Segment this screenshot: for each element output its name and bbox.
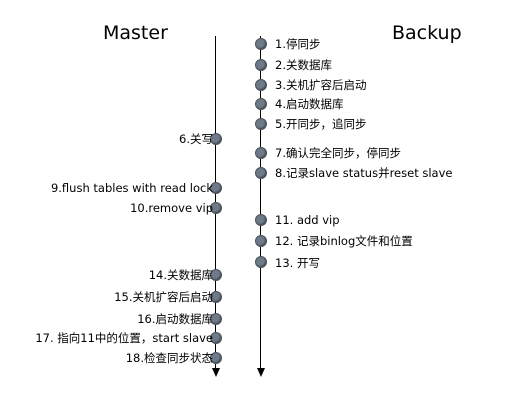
backup-step-label: 4.启动数据库 — [275, 97, 344, 111]
master-step-dot — [210, 133, 222, 145]
backup-step-label: 2.关数据库 — [275, 58, 332, 72]
backup-step-label: 8.记录slave status并reset slave — [275, 166, 453, 180]
backup-step-label: 1.停同步 — [275, 37, 321, 51]
backup-step-dot — [255, 38, 267, 50]
backup-step-label: 5.开同步，追同步 — [275, 117, 367, 131]
backup-step-dot — [255, 167, 267, 179]
backup-timeline — [260, 36, 261, 368]
master-step-dot — [210, 332, 222, 344]
backup-title: Backup — [392, 22, 462, 44]
master-step-dot — [210, 269, 222, 281]
backup-step-label: 13. 开写 — [275, 256, 320, 270]
backup-step-label: 7.确认完全同步，停同步 — [275, 146, 401, 160]
master-step-dot — [210, 182, 222, 194]
master-step-label: 15.关机扩容后启动 — [114, 290, 213, 304]
backup-step-label: 12. 记录binlog文件和位置 — [275, 234, 413, 248]
backup-step-dot — [255, 235, 267, 247]
master-step-dot — [210, 313, 222, 325]
master-step-dot — [210, 202, 222, 214]
backup-step-dot — [255, 256, 267, 268]
backup-timeline-arrow — [257, 368, 265, 377]
master-step-dot — [210, 291, 222, 303]
backup-step-dot — [255, 147, 267, 159]
master-step-dot — [210, 352, 222, 364]
master-title: Master — [103, 22, 168, 44]
master-step-label: 14.关数据库 — [148, 268, 213, 282]
master-step-label: 9.flush tables with read lock — [50, 181, 213, 195]
master-timeline-arrow — [212, 368, 220, 377]
master-step-label: 16.启动数据库 — [137, 312, 213, 326]
backup-step-dot — [255, 59, 267, 71]
master-step-label: 10.remove vip — [130, 201, 213, 215]
master-step-label: 18.检查同步状态 — [125, 351, 213, 365]
backup-step-dot — [255, 98, 267, 110]
master-step-label: 6.关写 — [179, 132, 213, 146]
backup-step-dot — [255, 79, 267, 91]
backup-step-label: 3.关机扩容后启动 — [275, 78, 367, 92]
backup-step-dot — [255, 214, 267, 226]
master-step-label: 17. 指向11中的位置，start slave — [35, 331, 213, 345]
backup-step-dot — [255, 118, 267, 130]
backup-step-label: 11. add vip — [275, 213, 340, 227]
